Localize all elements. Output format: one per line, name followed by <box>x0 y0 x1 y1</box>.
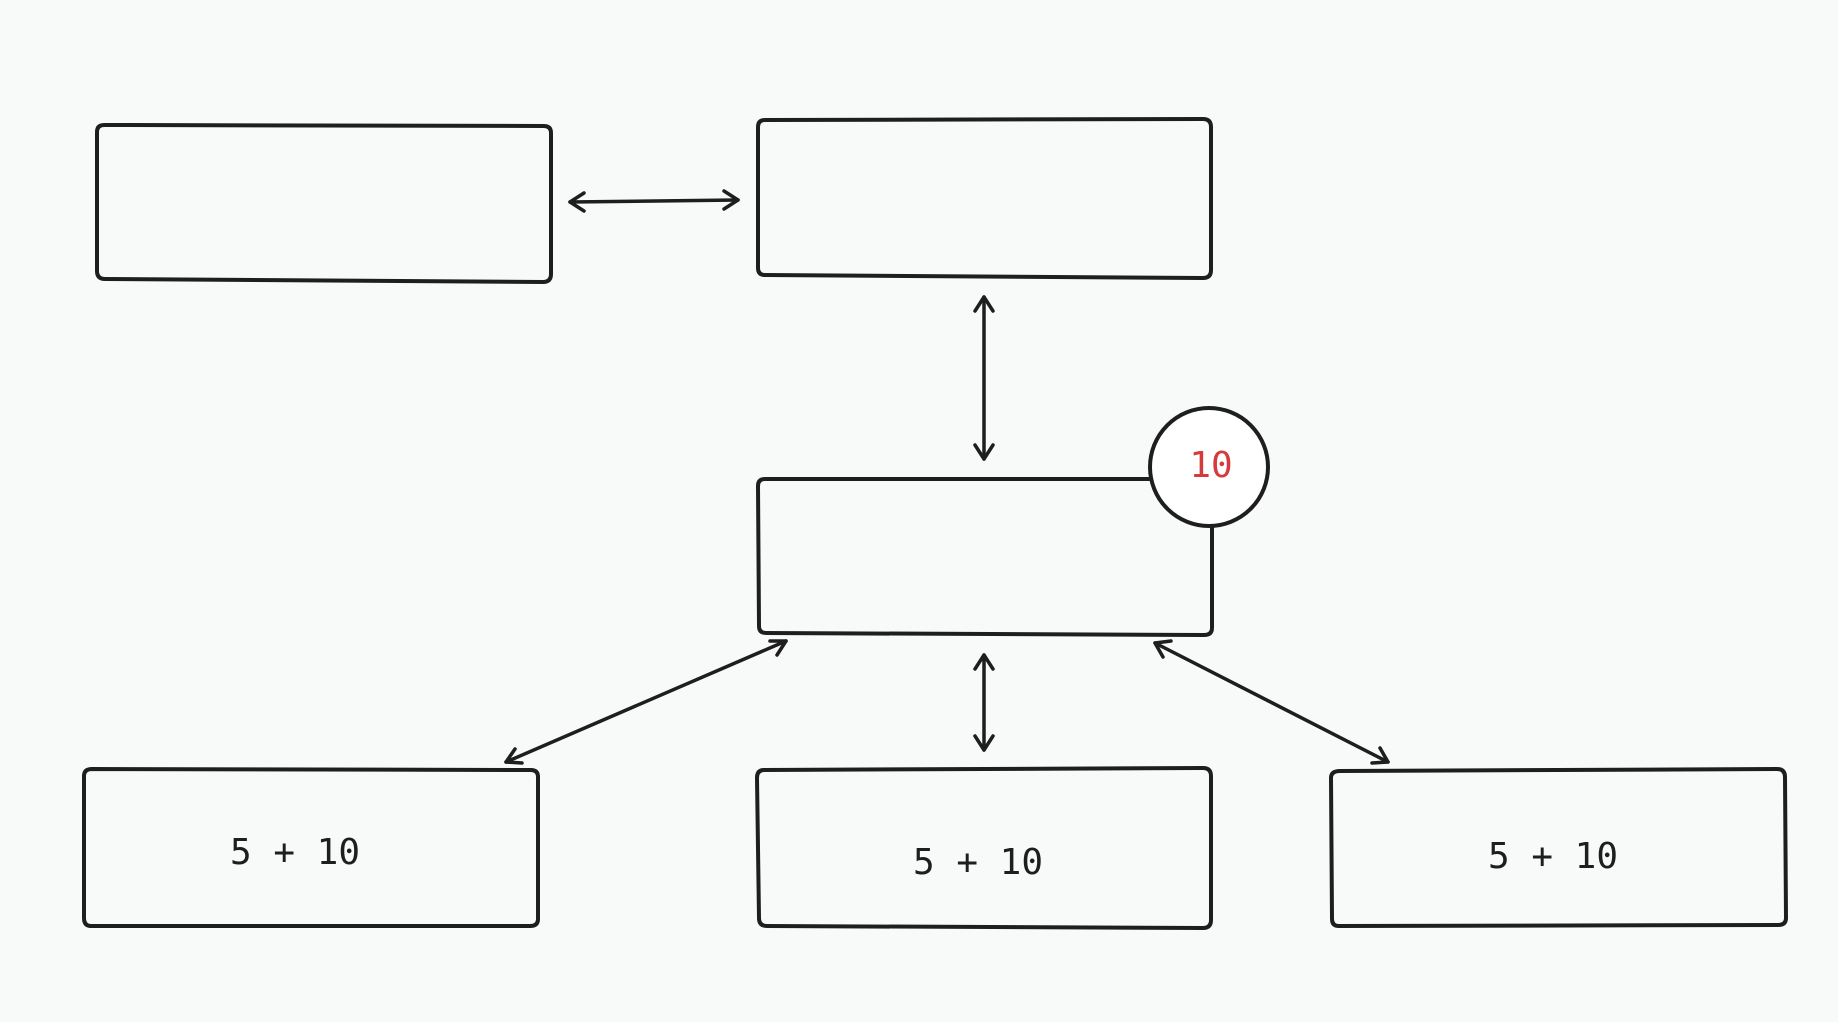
node-bottom-right-label: 5 + 10 <box>1488 836 1618 877</box>
node-top-center[interactable] <box>756 117 1213 280</box>
edge-top-center-middle <box>973 295 995 461</box>
node-top-left[interactable] <box>95 123 553 284</box>
edge-middle-bottom-center <box>973 653 995 752</box>
node-bottom-left[interactable] <box>82 767 540 928</box>
node-middle[interactable] <box>756 477 1214 637</box>
node-bottom-center-label: 5 + 10 <box>913 842 1043 883</box>
node-bottom-center[interactable] <box>755 766 1213 930</box>
node-bottom-left-label: 5 + 10 <box>230 832 360 873</box>
badge: 10 <box>1148 406 1270 528</box>
edge-top-left-top-center <box>568 189 740 213</box>
badge-label: 10 <box>1189 445 1232 486</box>
badge-circle <box>1148 406 1270 528</box>
edge-middle-bottom-left <box>504 639 788 765</box>
node-bottom-right[interactable] <box>1329 767 1788 928</box>
edge-middle-bottom-right <box>1153 639 1390 765</box>
